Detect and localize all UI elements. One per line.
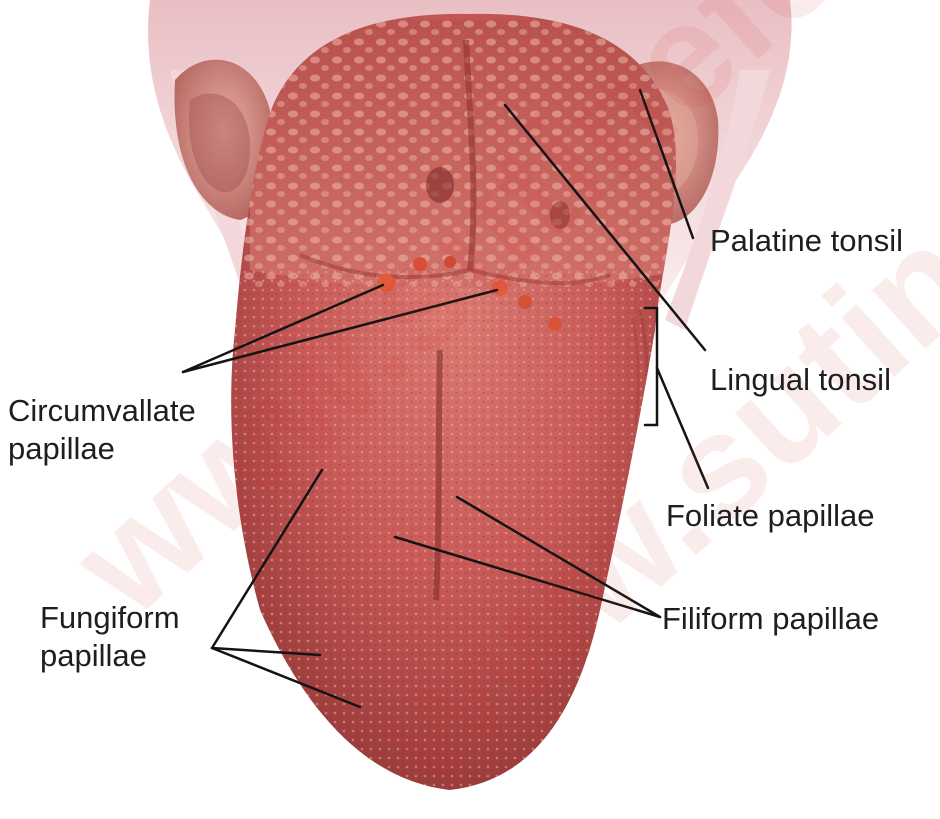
label-filiform-papillae: Filiform papillae <box>662 600 879 637</box>
label-fungiform-line1: Fungiform <box>40 599 180 636</box>
label-palatine-tonsil: Palatine tonsil <box>710 222 903 259</box>
tongue-anatomy-diagram: www.sutinefe www.sutinefe Palatine tonsi… <box>0 0 940 798</box>
label-circumvallate-line1: Circumvallate <box>8 392 196 429</box>
leader-foliate-papillae <box>657 368 708 488</box>
label-foliate-papillae: Foliate papillae <box>666 497 875 534</box>
label-fungiform-line2: papillae <box>40 637 147 674</box>
label-circumvallate-line2: papillae <box>8 430 115 467</box>
label-lingual-tonsil: Lingual tonsil <box>710 361 891 398</box>
